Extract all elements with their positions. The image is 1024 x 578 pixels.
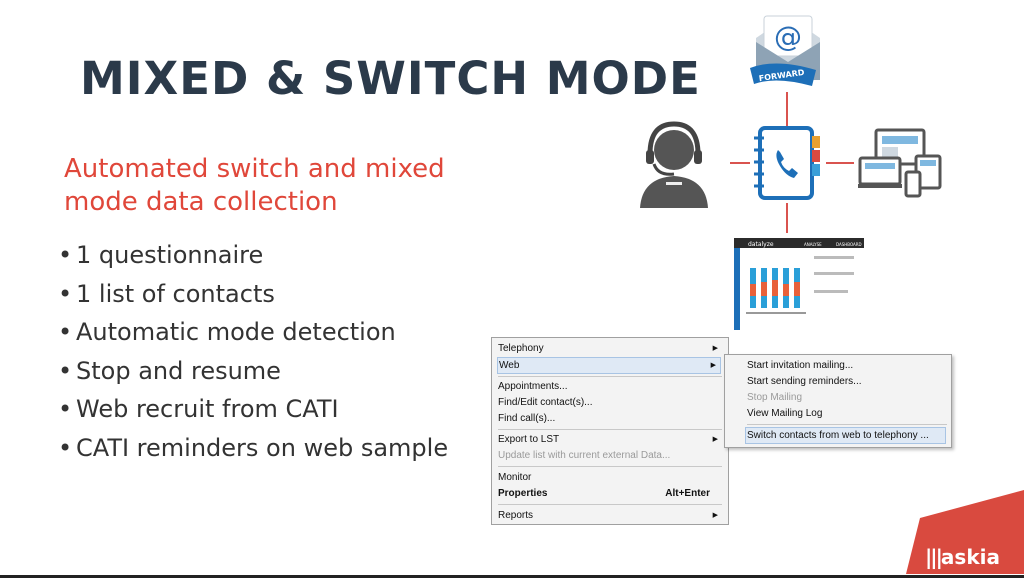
submenu-item-switch-contacts-web-to-telephony[interactable]: Switch contacts from web to telephony ..… — [745, 427, 946, 444]
connector-line — [826, 162, 854, 164]
menu-item-monitor[interactable]: Monitor — [498, 472, 532, 483]
menu-item-update-list[interactable]: Update list with current external Data..… — [498, 450, 671, 461]
email-forward-icon: @ FORWARD — [750, 15, 820, 86]
connector-line — [786, 203, 788, 233]
submenu-arrow-icon: ▶ — [712, 512, 718, 519]
menu-separator — [498, 504, 722, 505]
menu-separator — [498, 466, 722, 467]
svg-text:@: @ — [774, 20, 802, 53]
bullet-item: •Automatic mode detection — [58, 318, 396, 346]
contact-book-phone-icon — [754, 126, 820, 200]
bullet-item: •CATI reminders on web sample — [58, 433, 449, 462]
devices-icon — [858, 128, 942, 198]
menu-item-appointments[interactable]: Appointments... — [498, 381, 568, 392]
call-agent-icon — [640, 121, 708, 208]
menu-item-properties[interactable]: Properties Alt+Enter — [498, 488, 710, 499]
menu-item-export-to-lst[interactable]: Export to LST ▶ — [498, 434, 718, 445]
slide-title: MIXED & SWITCH MODE — [80, 52, 701, 105]
menu-separator — [498, 429, 722, 430]
mode-diagram: @ FORWARD — [630, 0, 1024, 330]
askia-logo: |||askia — [925, 545, 1000, 569]
submenu-arrow-icon: ▶ — [712, 345, 718, 352]
bullet-item: •1 list of contacts — [58, 279, 275, 308]
connector-line — [730, 162, 750, 164]
footer-divider — [0, 575, 1024, 578]
menu-separator — [498, 376, 722, 377]
svg-text:datalyze: datalyze — [748, 241, 774, 248]
bullet-item: •1 questionnaire — [58, 241, 264, 269]
submenu-item-start-sending-reminders[interactable]: Start sending reminders... — [747, 376, 862, 387]
submenu-item-start-invitation-mailing[interactable]: Start invitation mailing... — [747, 360, 854, 371]
submenu-arrow-icon: ▶ — [710, 362, 716, 369]
menu-item-find-edit-contacts[interactable]: Find/Edit contact(s)... — [498, 397, 593, 408]
submenu-arrow-icon: ▶ — [712, 436, 718, 443]
menu-item-reports[interactable]: Reports ▶ — [498, 510, 718, 521]
askia-logo-background — [906, 490, 1024, 574]
menu-separator — [747, 424, 947, 425]
svg-text:ANALYSE: ANALYSE — [804, 242, 822, 247]
submenu-item-view-mailing-log[interactable]: View Mailing Log — [747, 408, 823, 419]
web-submenu: Start invitation mailing... Start sendin… — [724, 354, 952, 448]
bullet-item: •Web recruit from CATI — [58, 395, 339, 423]
bullet-item: •Stop and resume — [58, 356, 281, 385]
svg-text:DASHBOARD: DASHBOARD — [836, 242, 862, 247]
menu-item-web[interactable]: Web ▶ — [497, 357, 721, 374]
connector-line — [786, 92, 788, 128]
context-menu: Telephony ▶ Web ▶ Appointments... Find/E… — [491, 337, 729, 525]
bullet-list: •1 questionnaire •1 list of contacts •Au… — [58, 236, 448, 467]
dashboard-thumbnail: datalyze ANALYSE DASHBOARD — [734, 238, 864, 330]
menu-item-find-calls[interactable]: Find call(s)... — [498, 413, 556, 424]
logo-bars-icon: ||| — [925, 545, 943, 569]
slide-subtitle: Automated switch and mixed mode data col… — [64, 154, 445, 217]
shortcut-label: Alt+Enter — [665, 488, 710, 499]
menu-item-telephony[interactable]: Telephony ▶ — [498, 343, 718, 354]
submenu-item-stop-mailing[interactable]: Stop Mailing — [747, 392, 803, 403]
